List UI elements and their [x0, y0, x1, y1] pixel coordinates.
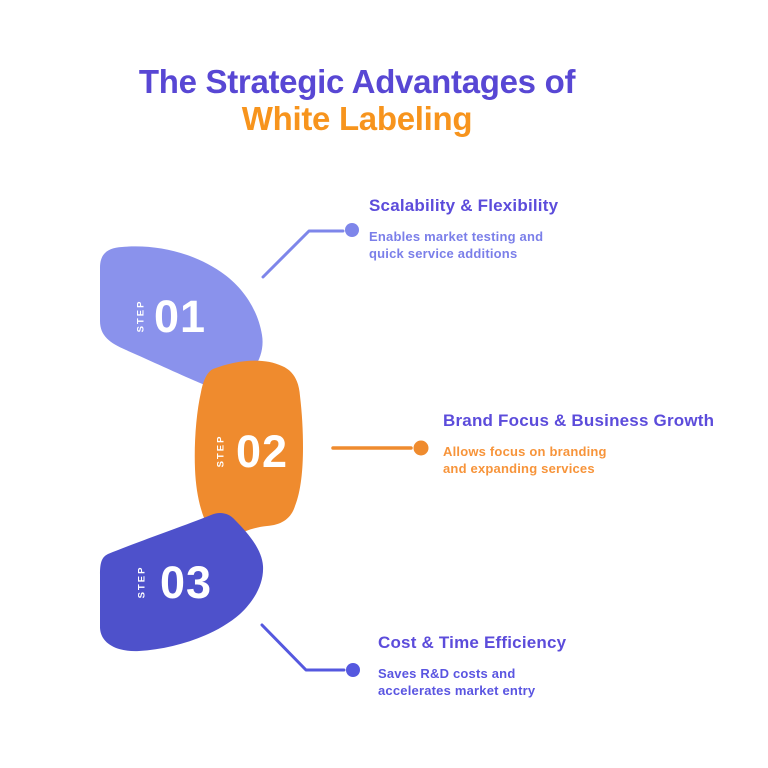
step-3-heading: Cost & Time Efficiency: [378, 633, 567, 652]
step-3-number: 03: [159, 557, 213, 608]
step-1-connector-dot: [345, 223, 359, 237]
step-2-heading: Brand Focus & Business Growth: [443, 411, 715, 430]
step-1-blob: [100, 246, 263, 391]
title-line-1: The Strategic Advantages of: [138, 63, 576, 100]
step-1-label: STEP: [135, 299, 147, 333]
step-1-number: 01: [153, 291, 207, 342]
step-2-label: STEP: [215, 434, 227, 468]
title-line-2: White Labeling: [241, 100, 473, 137]
step-3-description: Saves R&D costs and accelerates market e…: [378, 666, 536, 698]
step-1-connector-line: [261, 229, 345, 279]
step-2-connector-dot: [413, 440, 429, 456]
page-title: The Strategic Advantages of White Labeli…: [138, 63, 576, 137]
step-3-connector-dot: [346, 663, 360, 677]
step-1-description: Enables market testing and quick service…: [369, 229, 544, 261]
step-1-text-block: Scalability & Flexibility Enables market…: [369, 196, 558, 262]
step-3-text-block: Cost & Time Efficiency Saves R&D costs a…: [378, 633, 566, 699]
step-3-connector-line: [260, 623, 346, 672]
step-3-label: STEP: [136, 565, 148, 599]
step-2-description: Allows focus on branding and expanding s…: [443, 444, 607, 476]
step-3-blob: [100, 512, 264, 652]
step-1-heading: Scalability & Flexibility: [369, 196, 559, 215]
step-2-text-block: Brand Focus & Business Growth Allows foc…: [443, 411, 714, 477]
step-2-blob: [194, 360, 303, 539]
step-2-number: 02: [235, 426, 289, 477]
